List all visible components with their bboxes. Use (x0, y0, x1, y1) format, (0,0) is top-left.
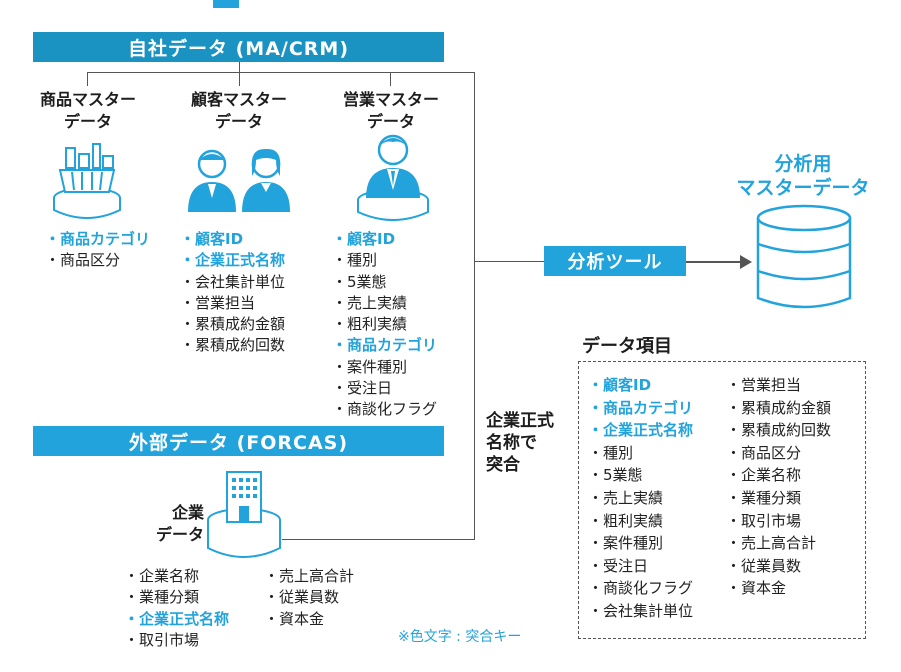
data-items-col2: 営業担当 累積成約金額 累積成約回数 商品区分 企業名称 業種分類 取引市場 売… (726, 374, 831, 600)
company-data-items-col2: 売上高合計 従業員数 資本金 (264, 566, 354, 630)
list-item: 資本金 (726, 577, 831, 600)
list-item: 取引市場 (726, 510, 831, 533)
list-item: 5業態 (588, 464, 693, 487)
list-item: 企業名称 (124, 566, 229, 587)
list-item: 売上高合計 (264, 566, 354, 587)
list-item: 商品カテゴリ (45, 229, 150, 250)
sales-master-title: 営業マスター データ (342, 90, 439, 131)
list-item: 商品区分 (726, 442, 831, 465)
list-item: 累積成約金額 (180, 314, 285, 335)
list-item: 会社集計単位 (180, 272, 285, 293)
list-item: 粗利実績 (588, 510, 693, 533)
in-house-data-banner: 自社データ (MA/CRM) (33, 32, 444, 62)
company-data-title: 企業 データ (155, 503, 204, 544)
list-item: 顧客ID (180, 229, 285, 250)
list-item: 売上実績 (588, 487, 693, 510)
list-item: 売上高合計 (726, 532, 831, 555)
list-item: 商品カテゴリ (588, 397, 693, 420)
analysis-tool-box: 分析ツール (544, 246, 686, 276)
data-items-col1: 顧客ID 商品カテゴリ 企業正式名称 種別 5業態 売上実績 粗利実績 案件種別… (588, 374, 693, 623)
list-item: 売上実績 (332, 293, 437, 314)
external-data-banner: 外部データ (FORCAS) (33, 426, 444, 456)
list-item: 累積成約回数 (180, 335, 285, 356)
merge-label: 企業正式 名称で 突合 (486, 411, 554, 475)
connector (87, 72, 474, 73)
list-item: 案件種別 (332, 357, 437, 378)
customer-master-items: 顧客ID 企業正式名称 会社集計単位 営業担当 累積成約金額 累積成約回数 (180, 229, 285, 357)
list-item: 取引市場 (124, 630, 229, 651)
connector (474, 72, 475, 540)
building-database-icon (207, 471, 281, 558)
list-item: 企業正式名称 (180, 250, 285, 271)
connector (239, 72, 240, 86)
product-master-title: 商品マスター データ (39, 90, 136, 131)
list-item: 資本金 (264, 609, 354, 630)
arrow-line (686, 261, 742, 263)
salesperson-icon (357, 134, 429, 221)
list-item: 累積成約回数 (726, 419, 831, 442)
list-item: 企業正式名称 (124, 609, 229, 630)
list-item: 顧客ID (588, 374, 693, 397)
output-title: 分析用 マスターデータ (736, 153, 870, 199)
footnote: ※色文字 : 突合キー (398, 629, 522, 645)
list-item: 従業員数 (264, 587, 354, 608)
product-master-items: 商品カテゴリ 商品区分 (45, 229, 150, 272)
list-item: 種別 (332, 250, 437, 271)
connector (390, 72, 391, 86)
list-item: 商品区分 (45, 250, 150, 271)
list-item: 企業名称 (726, 464, 831, 487)
connector (282, 539, 475, 540)
list-item: 受注日 (332, 378, 437, 399)
list-item: 営業担当 (726, 374, 831, 397)
list-item: 粗利実績 (332, 314, 437, 335)
list-item: 企業正式名称 (588, 419, 693, 442)
connector (239, 62, 240, 72)
data-items-heading: データ項目 (582, 336, 672, 357)
list-item: 種別 (588, 442, 693, 465)
customer-people-icon (188, 148, 290, 212)
list-item: 業種分類 (124, 587, 229, 608)
list-item: 受注日 (588, 555, 693, 578)
list-item: 商談化フラグ (332, 399, 437, 420)
list-item: 業種分類 (726, 487, 831, 510)
list-item: 商品カテゴリ (332, 335, 437, 356)
connector (87, 72, 88, 86)
customer-master-title: 顧客マスター データ (190, 90, 287, 131)
sales-master-items: 顧客ID 種別 5業態 売上実績 粗利実績 商品カテゴリ 案件種別 受注日 商談… (332, 229, 437, 421)
top-accent-tab (213, 0, 239, 8)
list-item: 会社集計単位 (588, 600, 693, 623)
list-item: 従業員数 (726, 555, 831, 578)
list-item: 累積成約金額 (726, 397, 831, 420)
arrow-head-icon (740, 255, 752, 269)
data-items-box (578, 361, 866, 639)
company-data-items-col1: 企業名称 業種分類 企業正式名称 取引市場 (124, 566, 229, 651)
list-item: 案件種別 (588, 532, 693, 555)
database-icon (756, 204, 852, 309)
list-item: 商談化フラグ (588, 577, 693, 600)
list-item: 顧客ID (332, 229, 437, 250)
shopping-basket-icon (53, 143, 121, 219)
list-item: 営業担当 (180, 293, 285, 314)
connector (474, 261, 544, 262)
list-item: 5業態 (332, 272, 437, 293)
